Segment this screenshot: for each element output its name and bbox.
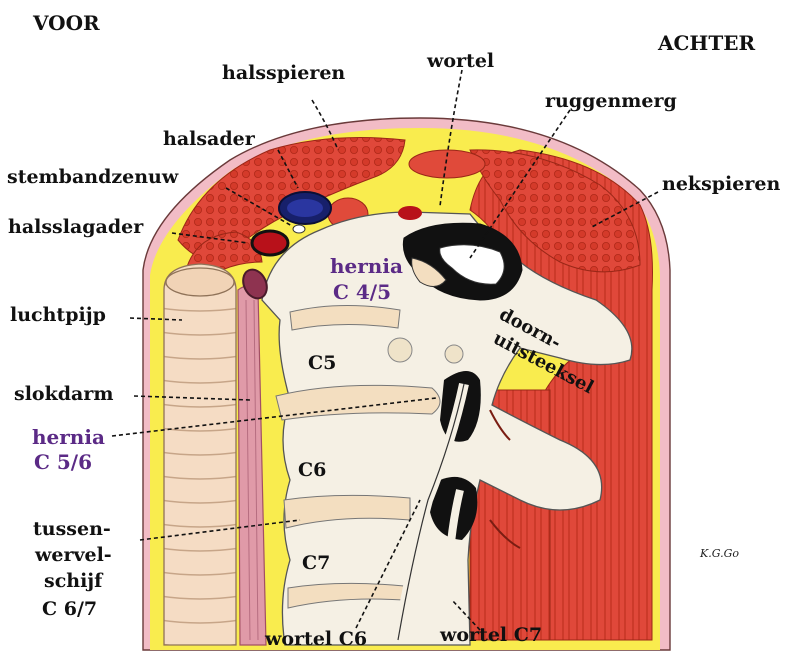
halsslagader-label: halsslagader bbox=[8, 218, 143, 237]
hernia-c56-label-2: C 5/6 bbox=[34, 452, 92, 472]
tussenwervelschijf-label-3: schijf bbox=[44, 572, 102, 591]
c5-label: C5 bbox=[308, 352, 336, 374]
bone-knob bbox=[388, 338, 412, 362]
ruggenmerg-label: ruggenmerg bbox=[545, 92, 677, 111]
achter-label: ACHTER bbox=[658, 33, 755, 53]
c6-label: C6 bbox=[298, 459, 326, 481]
tussenwervelschijf-label-4: C 6/7 bbox=[42, 600, 97, 619]
luchtpijp-top bbox=[166, 268, 234, 296]
wortel-artery-dot bbox=[398, 206, 422, 220]
tussenwervelschijf-label-1: tussen- bbox=[33, 520, 111, 539]
hernia-c45-label-1: hernia bbox=[330, 256, 403, 276]
slokdarm-label: slokdarm bbox=[14, 385, 113, 404]
halsader-label: halsader bbox=[163, 130, 255, 149]
halsspieren-label: halsspieren bbox=[222, 64, 345, 83]
luchtpijp-label: luchtpijp bbox=[10, 306, 106, 325]
wortel-c6-label: wortel C6 bbox=[265, 630, 367, 649]
wortel-label: wortel bbox=[427, 52, 494, 71]
bone-knob bbox=[445, 345, 463, 363]
hernia-c45-label-2: C 4/5 bbox=[333, 282, 391, 302]
voor-label: VOOR bbox=[33, 13, 100, 33]
halsader-inner bbox=[287, 199, 323, 217]
stembandzenuw-label: stembandzenuw bbox=[7, 168, 178, 187]
wortel-c7-label: wortel C7 bbox=[440, 626, 542, 645]
artist-signature: K.G.Go bbox=[700, 547, 739, 560]
c7-label: C7 bbox=[302, 552, 330, 574]
nekspieren-label: nekspieren bbox=[662, 175, 780, 194]
stembandzenuw-nerve bbox=[293, 225, 305, 233]
tussenwervelschijf-label-2: wervel- bbox=[35, 546, 112, 565]
luchtpijp-structure bbox=[164, 264, 236, 645]
halsslagader-artery bbox=[252, 231, 288, 255]
hernia-c56-label-1: hernia bbox=[32, 427, 105, 447]
